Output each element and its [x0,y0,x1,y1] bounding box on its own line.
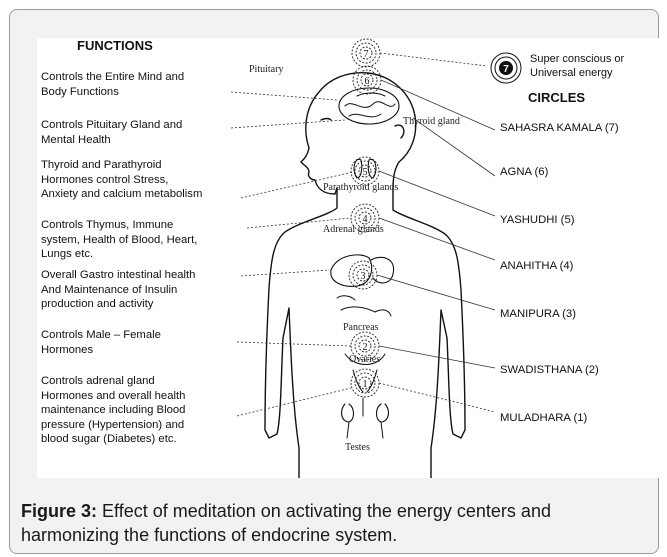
legend-text: Super conscious or Universal energy [530,52,624,80]
caption-text: Effect of meditation on activating the e… [21,501,551,545]
chakra-number-1: 1 [363,379,368,390]
function-line: Hormones [41,343,161,358]
circle-item: MULADHARA (1) [500,412,587,424]
label-thyroid-gland: Thyroid gland [403,116,460,127]
function-line: system, Health of Blood, Heart, [41,233,197,248]
function-line: Controls the Entire Mind and [41,70,184,85]
caption-label: Figure 3: [21,501,97,521]
function-line: Thyroid and Parathyroid [41,158,202,173]
function-line: Controls Thymus, Immune [41,218,197,233]
legend-line-2: Universal energy [530,66,624,80]
function-line: Hormones control Stress, [41,173,202,188]
legend-line-1: Super conscious or [530,52,624,66]
concentric-circle-7-icon: 7 [490,52,522,84]
label-adrenal-glands: Adrenal glands [323,224,384,235]
function-line: Lungs etc. [41,247,197,262]
legend-number: 7 [503,64,509,75]
circle-item: ANAHITHA (4) [500,260,573,272]
function-line: blood sugar (Diabetes) etc. [41,432,185,447]
chakra-number-7: 7 [364,49,369,60]
function-line: Controls Pituitary Gland and [41,118,182,133]
circle-item: SAHASRA KAMALA (7) [500,122,619,134]
label-pancreas: Pancreas [343,322,379,333]
function-line: Anxiety and calcium metabolism [41,187,202,202]
function-line: production and activity [41,297,195,312]
functions-heading: FUNCTIONS [77,38,153,53]
label-testes: Testes [345,442,370,453]
circle-item: AGNA (6) [500,166,548,178]
body-outline-head [306,73,416,188]
function-line: Overall Gastro intestinal health [41,268,195,283]
chakra-numbers: 7 6 5 4 3 2 1 [361,49,370,390]
chakra-number-2: 2 [363,342,368,353]
chakra-number-6: 6 [365,76,370,87]
circle-item: SWADISTHANA (2) [500,364,599,376]
function-line: Body Functions [41,85,184,100]
figure-caption: Figure 3: Effect of meditation on activa… [21,499,645,547]
function-line: pressure (Hypertension) and [41,418,185,433]
circle-item: YASHUDHI (5) [500,214,574,226]
function-line: Controls Male – Female [41,328,161,343]
figure-image: 7 6 5 4 3 2 1 [37,38,660,478]
circle-leader-lines [377,53,495,412]
function-line: Hormones and overall health [41,389,185,404]
body-outline-right [393,188,465,478]
label-ovaries: Ovaries [349,354,380,365]
label-parathyroid-glands: Parathyroid glands [323,182,398,193]
circle-item: MANIPURA (3) [500,308,576,320]
chakra-number-3: 3 [361,271,366,282]
function-line: Controls adrenal gland [41,374,185,389]
function-line: And Maintenance of Insulin [41,283,195,298]
function-line: Mental Health [41,133,182,148]
circles-heading: CIRCLES [528,90,585,105]
chakra-number-5: 5 [363,167,368,178]
label-pituitary: Pituitary [249,64,283,75]
function-line: maintenance including Blood [41,403,185,418]
